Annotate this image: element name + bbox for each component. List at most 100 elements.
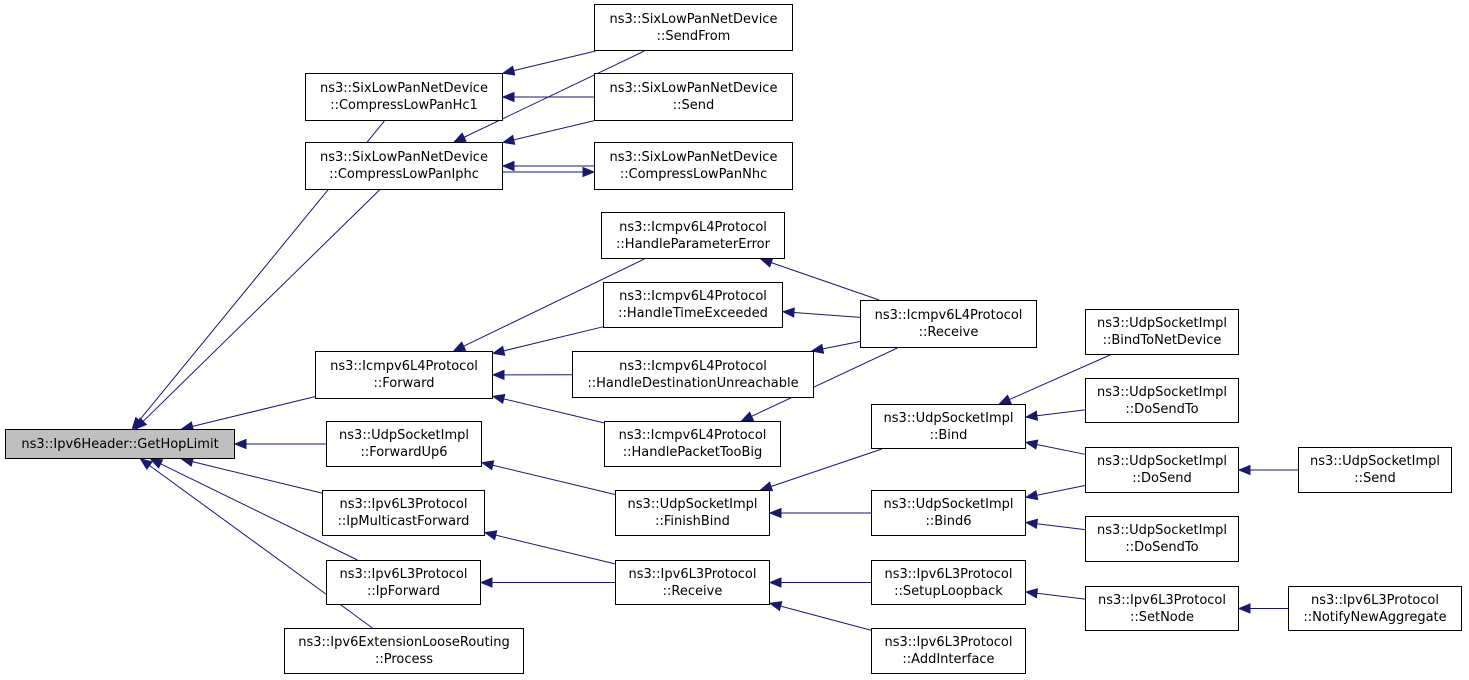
node-label-line1: ns3::Ipv6ExtensionLooseRouting [298, 635, 510, 650]
node-label-line1: ns3::UdpSocketImpl [883, 410, 1014, 426]
edge-icmp_time-to-icmp_forward [503, 326, 604, 352]
arrowhead-icmp_forward [491, 345, 506, 356]
node-sixlowpan-compresslowpaniphc[interactable]: ns3::SixLowPanNetDevice ::CompressLowPan… [305, 142, 503, 190]
arrowhead-root [134, 417, 148, 430]
node-label-line2: ::IpMulticastForward [337, 514, 470, 529]
node-label-line1: ns3::UdpSocketImpl [1097, 316, 1227, 331]
node-udpsocketimpl-bind6[interactable]: ns3::UdpSocketImpl ::Bind6 [871, 490, 1026, 536]
node-udpsocketimpl-dosendto[interactable]: ns3::UdpSocketImpl ::DoSendTo [1085, 378, 1239, 423]
node-label-line1: ns3::UdpSocketImpl [883, 497, 1014, 512]
node-label-line1: ns3::Icmpv6L4Protocol [619, 289, 767, 304]
edge-udp_dosendto1-to-udp_bind [1036, 409, 1086, 417]
edge-compress_iphc-to-root [142, 189, 380, 422]
node-udpsocketimpl-bind[interactable]: ns3::UdpSocketImpl ::Bind [871, 404, 1026, 449]
node-udpsocketimpl-finishbind[interactable]: ns3::UdpSocketImpl ::FinishBind [615, 490, 770, 536]
edge-icmp_param-to-icmp_forward [463, 258, 645, 347]
node-sixlowpan-compresslowpanhc1[interactable]: ns3::SixLowPanNetDevice ::CompressLowPan… [305, 73, 503, 121]
node-label-line2: ::SendFrom [656, 28, 731, 44]
arrowhead-udp_bind [1024, 439, 1039, 450]
arrowhead-icmp_forward [452, 341, 467, 352]
node-udpsocketimpl-forwardup6[interactable]: ns3::UdpSocketImpl ::ForwardUp6 [326, 421, 482, 467]
node-udpsocketimpl-send[interactable]: ns3::UdpSocketImpl ::Send [1298, 447, 1452, 493]
edge-icmp_receive-to-icmp_dest [822, 341, 861, 350]
edge-ext_loose-to-root [149, 465, 373, 629]
node-sixlowpan-sendfrom[interactable]: ns3::SixLowPanNetDevice ::SendFrom [594, 4, 793, 51]
arrowhead-udp_finishbind [768, 507, 782, 519]
node-label-line1: ns3::Icmpv6L4Protocol [330, 359, 478, 374]
arrowhead-compress_iphc [452, 132, 467, 143]
arrowhead-icmp_dest [810, 343, 825, 354]
node-label-line1: ns3::Ipv6L3Protocol [628, 566, 757, 582]
arrowhead-root [149, 458, 164, 469]
node-ipv6l3-addinterface[interactable]: ns3::Ipv6L3Protocol ::AddInterface [871, 628, 1026, 674]
node-label-line2: ::ForwardUp6 [360, 445, 448, 460]
arrowhead-udp_forwardup6 [480, 460, 495, 471]
node-label-line2: ::SetupLoopback [894, 583, 1003, 599]
node-label-line2: ::Forward [373, 376, 435, 391]
node-label-line1: ns3::Icmpv6L4Protocol [874, 308, 1023, 323]
node-icmpv6-handletimeexceeded[interactable]: ns3::Icmpv6L4Protocol ::HandleTimeExceed… [603, 282, 783, 328]
arrowhead-compress_hc1 [501, 91, 515, 103]
edge-icmp_receive-to-icmp_toobig [751, 347, 898, 417]
node-sixlowpan-send[interactable]: ns3::SixLowPanNetDevice ::Send [594, 73, 793, 121]
node-icmpv6-receive[interactable]: ns3::Icmpv6L4Protocol ::Receive [860, 300, 1037, 348]
edge-send_from-to-compress_hc1 [513, 50, 596, 72]
arrowhead-udp_bind [1024, 410, 1039, 421]
node-udpsocketimpl-dosendto[interactable]: ns3::UdpSocketImpl ::DoSendTo [1085, 516, 1239, 562]
node-ipv6extensionlooserouting-process[interactable]: ns3::Ipv6ExtensionLooseRouting ::Process [284, 628, 524, 674]
arrowhead-ipv6l3_setnode [1237, 603, 1251, 614]
edge-udp_dosendto2-to-udp_bind6 [1036, 523, 1086, 531]
node-label-line1: ns3::Ipv6Header::GetHopLimit [21, 436, 219, 452]
edge-icmp_receive-to-icmp_time [793, 312, 861, 318]
node-label-line2: ::Send [672, 98, 715, 113]
node-label-line2: ::CompressLowPanIphc [329, 167, 479, 182]
node-label-line1: ns3::UdpSocketImpl [1310, 454, 1440, 469]
node-ipv6l3-setuploopback[interactable]: ns3::Ipv6L3Protocol ::SetupLoopback [871, 560, 1026, 605]
node-label-line2: ::Process [374, 652, 434, 667]
node-label-line2: ::Receive [918, 325, 979, 340]
node-label-line1: ns3::Icmpv6L4Protocol [618, 428, 767, 443]
edge-ipv6l3_ipfwd-to-root [160, 463, 358, 561]
node-label-line2: ::DoSendTo [1125, 540, 1199, 555]
node-label-line1: ns3::UdpSocketImpl [339, 428, 469, 443]
node-ipv6l3-setnode[interactable]: ns3::Ipv6L3Protocol ::SetNode [1085, 586, 1239, 631]
node-label-line1: ns3::SixLowPanNetDevice [609, 81, 778, 96]
edge-send-to-compress_iphc [513, 120, 595, 141]
node-label-line1: ns3::SixLowPanNetDevice [320, 150, 488, 165]
node-ipv6l3-ipmulticastforward[interactable]: ns3::Ipv6L3Protocol ::IpMulticastForward [322, 490, 485, 536]
node-label-line1: ns3::Icmpv6L4Protocol [619, 358, 767, 374]
node-label-line2: ::FinishBind [655, 514, 730, 529]
node-label-line2: ::HandleTimeExceeded [618, 306, 768, 321]
node-label-line2: ::Bind6 [925, 514, 972, 529]
arrowhead-root [139, 458, 153, 471]
node-ipv6l3-receive[interactable]: ns3::Ipv6L3Protocol ::Receive [615, 560, 770, 605]
node-label-line1: ns3::UdpSocketImpl [627, 497, 758, 512]
node-icmpv6-forward[interactable]: ns3::Icmpv6L4Protocol ::Forward [315, 351, 493, 399]
node-label-line1: ns3::Ipv6L3Protocol [1311, 592, 1439, 608]
edge-ipv6l3_setnode-to-ipv6l3_setuploop [1036, 592, 1086, 600]
node-ipv6l3-notifynewaggregate[interactable]: ns3::Ipv6L3Protocol ::NotifyNewAggregate [1288, 586, 1462, 631]
arrowhead-ipv6l3_receive [768, 601, 783, 612]
node-label-line1: ns3::Ipv6L3Protocol [339, 497, 468, 512]
node-udpsocketimpl-dosend[interactable]: ns3::UdpSocketImpl ::DoSend [1085, 447, 1239, 493]
arrowhead-icmp_forward [491, 369, 505, 381]
node-label-line2: ::DoSend [1132, 471, 1192, 486]
node-icmpv6-handleparametererror[interactable]: ns3::Icmpv6L4Protocol ::HandleParameterE… [601, 212, 785, 259]
node-ipv6l3-ipforward[interactable]: ns3::Ipv6L3Protocol ::IpForward [326, 560, 481, 605]
node-label-line1: ns3::Ipv6L3Protocol [884, 566, 1013, 582]
node-label-line2: ::HandleDestinationUnreachable [587, 375, 799, 391]
node-label-line1: ns3::UdpSocketImpl [1097, 384, 1227, 400]
node-label-line1: ns3::Ipv6L3Protocol [339, 566, 468, 582]
node-sixlowpan-compresslowpannhc[interactable]: ns3::SixLowPanNetDevice ::CompressLowPan… [594, 142, 793, 190]
node-icmpv6-handlepackettoobig[interactable]: ns3::Icmpv6L4Protocol ::HandlePacketTooB… [604, 421, 781, 467]
node-udpsocketimpl-bindtonetdevice[interactable]: ns3::UdpSocketImpl ::BindToNetDevice [1085, 309, 1239, 355]
node-label-line2: ::CompressLowPanHc1 [330, 98, 478, 113]
arrowhead-udp_bind6 [1024, 489, 1039, 501]
node-label-line1: ns3::Ipv6L3Protocol [1098, 592, 1226, 608]
arrowhead-compress_iphc [501, 160, 515, 172]
node-label-line2: ::BindToNetDevice [1102, 333, 1222, 348]
node-icmpv6-handledestinationunreachable[interactable]: ns3::Icmpv6L4Protocol ::HandleDestinatio… [572, 351, 814, 398]
edge-icmp_toobig-to-icmp_forward [503, 398, 605, 424]
arrowhead-compress_iphc [501, 134, 516, 145]
